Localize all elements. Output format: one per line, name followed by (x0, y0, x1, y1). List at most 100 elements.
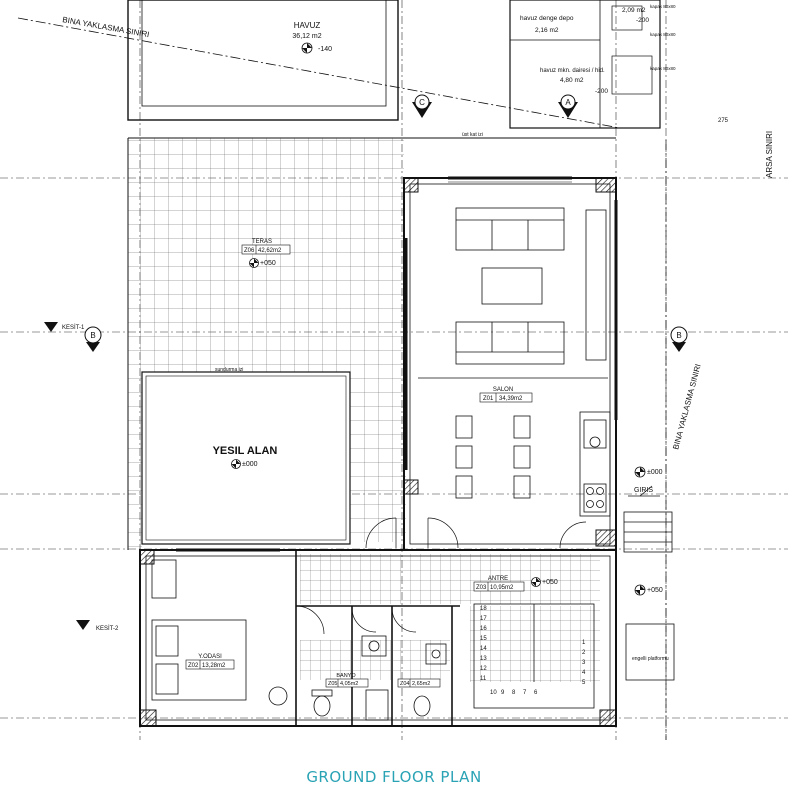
stair-step-number: 8 (512, 690, 516, 696)
svg-text:KESİT-1: KESİT-1 (62, 324, 85, 331)
stair-step-number: 13 (480, 656, 487, 662)
stair-step-number: 7 (523, 690, 527, 696)
svg-text:Y.ODASI: Y.ODASI (198, 654, 222, 660)
svg-text:KESİT-2: KESİT-2 (96, 625, 119, 632)
hatch-cover-2: kapak 80x80 (650, 32, 676, 37)
stair-step-number: 6 (534, 690, 538, 696)
stair-step-number: 12 (480, 666, 487, 672)
stair-step-number: 18 (480, 606, 487, 612)
svg-text:Z03: Z03 (476, 585, 487, 591)
svg-text:+050: +050 (647, 587, 663, 594)
green-area-label: YESIL ALAN (213, 445, 278, 457)
top-room-level: -200 (636, 17, 649, 24)
sofa-set (455, 207, 607, 365)
top-room-area: 2,09 m2 (622, 7, 646, 14)
entrance-steps (623, 511, 673, 553)
staircase (473, 603, 595, 709)
hall-tiles (300, 554, 600, 604)
pool-area: 36,12 m2 (292, 33, 321, 40)
stair-step-number: 15 (480, 636, 487, 642)
machine-room-label: havuz mkn. dairesi / hid. (540, 68, 605, 74)
svg-text:ANTRE: ANTRE (488, 576, 508, 582)
stair-step-number: 10 (490, 690, 497, 696)
stair-step-number: 3 (582, 660, 586, 666)
outer-level-marker: +050 (634, 584, 663, 596)
green-area-level: ±000 (242, 461, 258, 468)
svg-text:4,05m2: 4,05m2 (340, 681, 358, 687)
stair-step-number: 5 (582, 680, 586, 686)
machine-room-level: -200 (595, 88, 608, 95)
stair-step-number: 1 (582, 640, 586, 646)
plot-boundary-label: ARSA SINIRI (765, 131, 774, 178)
terrace-tiles (128, 138, 404, 372)
terrace-tiles-left (128, 372, 142, 548)
bathroom-fixtures (311, 635, 447, 721)
svg-text:engelli platformu: engelli platformu (632, 656, 669, 662)
balance-tank-label: havuz denge depo (520, 15, 574, 22)
section-marker-b-right: B (670, 326, 688, 352)
setback-label-top: BINA YAKLASMA SINIRI (62, 15, 150, 39)
hatch-cover-3: kapak 80x80 (650, 66, 676, 71)
svg-text:BANYO: BANYO (336, 673, 356, 679)
svg-text:Z05: Z05 (328, 681, 337, 687)
svg-text:Z01: Z01 (483, 396, 494, 402)
section-marker-b-left: KESİT-1 B (44, 322, 102, 352)
terrace-tiles-lower (350, 372, 406, 542)
house-walls (403, 176, 618, 551)
stair-step-number: 9 (501, 690, 505, 696)
svg-text:B: B (90, 331, 95, 340)
setback-line-top (17, 17, 621, 129)
svg-text:2,65m2: 2,65m2 (412, 681, 430, 687)
setback-label-right: BINA YAKLASMA SINIRI (671, 363, 703, 451)
svg-text:Z06: Z06 (244, 248, 255, 254)
kitchen-counter (579, 411, 611, 517)
stair-step-number: 2 (582, 650, 586, 656)
svg-text:42,62m2: 42,62m2 (258, 248, 282, 254)
plan-caption: GROUND FLOOR PLAN (306, 768, 482, 786)
dimension-275: 275 (718, 118, 729, 124)
hall-label-box: ANTRE Z03 10,95m2 +050 (473, 576, 558, 592)
bedroom (151, 559, 288, 706)
pool-service-rooms (509, 0, 661, 129)
svg-text:Z02: Z02 (188, 663, 199, 669)
svg-text:Z04: Z04 (400, 681, 409, 687)
pool-level: -140 (318, 46, 332, 53)
section-marker-kesit2: KESİT-2 (76, 620, 119, 632)
section-marker-c: C (412, 94, 432, 118)
svg-text:A: A (565, 98, 571, 107)
bath-tiles (300, 640, 450, 680)
wc-label-box: Z04 2,65m2 (397, 678, 441, 688)
pool: HAVUZ 36,12 m2 -140 (127, 0, 399, 121)
machine-room-area: 4,80 m2 (560, 77, 584, 84)
awning-trace-label: sundurma izi (215, 367, 243, 373)
entrance-label: GIRIS (634, 487, 653, 494)
stair-step-number: 14 (480, 646, 487, 652)
salon-label-box: SALON Z01 34,39m2 (418, 377, 608, 403)
svg-text:+050: +050 (542, 579, 558, 586)
stair-step-number: 11 (480, 676, 487, 682)
upper-floor-trace: üst kat izi (462, 132, 483, 138)
stair-tiles (470, 606, 600, 682)
svg-text:TERAS: TERAS (252, 239, 272, 245)
stair-step-number: 4 (582, 670, 586, 676)
balance-tank-area: 2,16 m2 (535, 27, 559, 34)
bathroom-label-box: BANYO Z05 4,05m2 (325, 673, 369, 688)
stair-step-number: 16 (480, 626, 487, 632)
svg-text:B: B (676, 331, 681, 340)
stair-step-number: 17 (480, 616, 487, 622)
svg-text:SALON: SALON (493, 387, 513, 393)
svg-text:13,28m2: 13,28m2 (202, 663, 226, 669)
pool-label: HAVUZ (294, 21, 321, 30)
terrace-label-box: TERAS Z06 42,62m2 +050 (241, 239, 291, 268)
door-swings (295, 517, 587, 635)
svg-text:C: C (419, 98, 425, 107)
entrance-level: ±000 (647, 469, 663, 476)
dining-set (455, 415, 531, 499)
section-marker-a: A (558, 94, 578, 118)
svg-text:10,95m2: 10,95m2 (490, 585, 514, 591)
green-area: YESIL ALAN ±000 sundurma izi (141, 367, 351, 545)
svg-text:+050: +050 (260, 260, 276, 267)
hatch-cover-1: kapak 80x80 (650, 4, 676, 9)
svg-text:34,39m2: 34,39m2 (499, 396, 523, 402)
disabled-platform: engelli platformu (625, 623, 675, 681)
